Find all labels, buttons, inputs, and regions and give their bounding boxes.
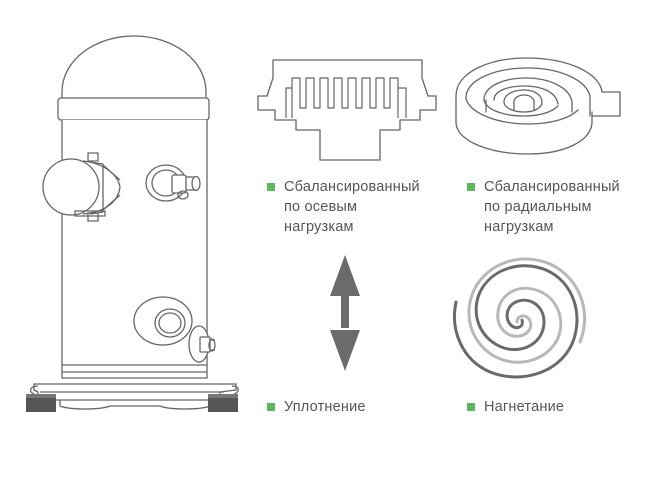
spiral-icon [453, 257, 587, 379]
caption-discharge-text: Нагнетание [484, 399, 565, 415]
axial-balance-icon [257, 59, 437, 161]
double-arrow-icon [330, 255, 360, 371]
caption-axial-balance: Сбалансированный по осевым нагрузкам [267, 177, 447, 237]
caption-sealing: Уплотнение [267, 397, 437, 417]
caption-axial-text: Сбалансированный по осевым нагрузкам [284, 179, 420, 235]
scroll-compressor-icon [29, 35, 239, 410]
caption-sealing-text: Уплотнение [284, 399, 366, 415]
caption-radial-text: Сбалансированный по радиальным нагрузкам [484, 179, 620, 235]
right-foot [208, 394, 238, 412]
caption-radial-balance: Сбалансированный по радиальным нагрузкам [467, 177, 647, 237]
bullet-marker [467, 183, 475, 191]
bullet-marker [467, 403, 475, 411]
radial-scroll-icon [455, 57, 621, 155]
bullet-marker [267, 403, 275, 411]
caption-discharge: Нагнетание [467, 397, 637, 417]
left-foot [26, 394, 56, 412]
bullet-marker [267, 183, 275, 191]
